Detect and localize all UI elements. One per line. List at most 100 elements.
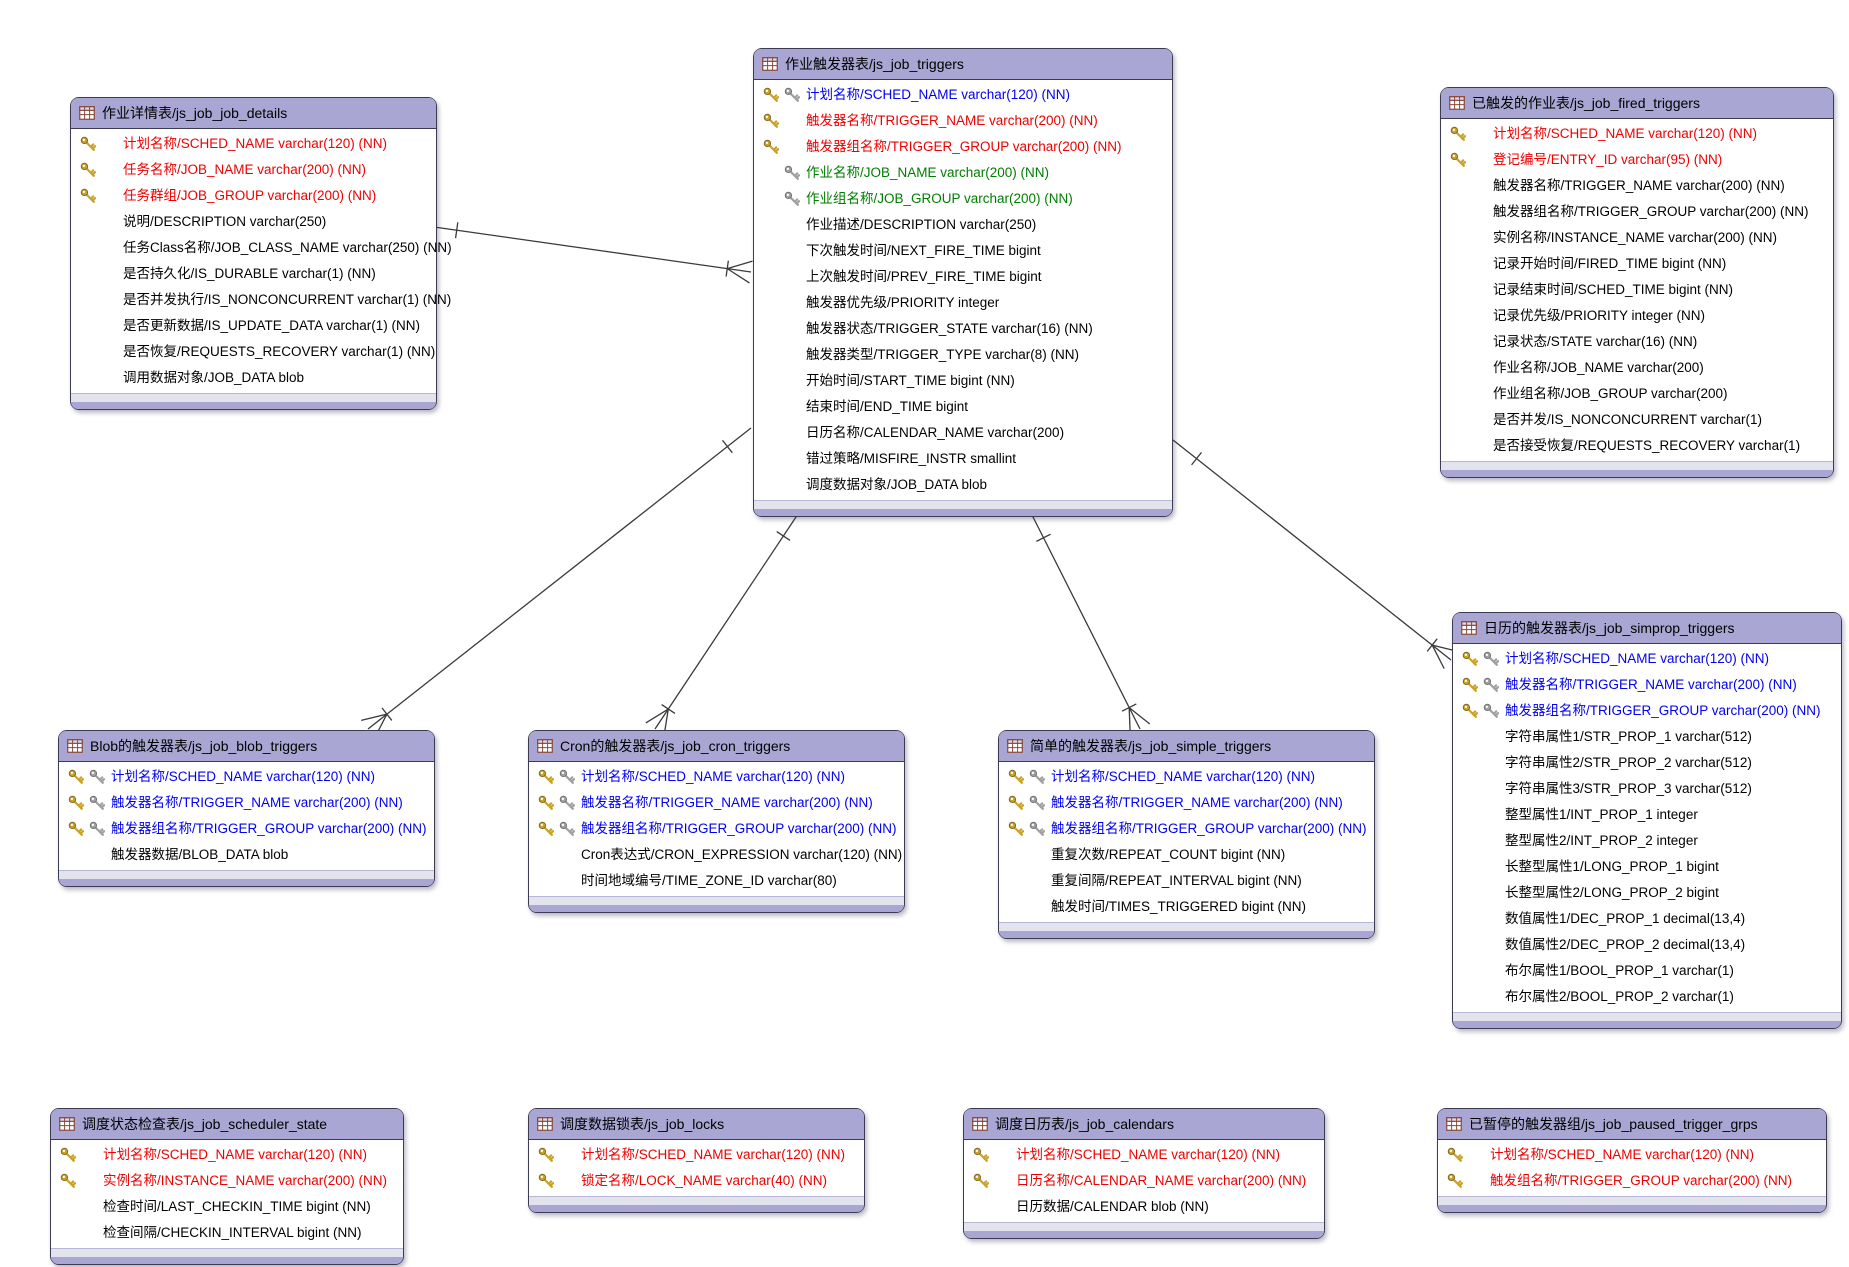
- field-row[interactable]: 触发器名称/TRIGGER_NAME varchar(200) (NN): [1453, 672, 1841, 698]
- table-header[interactable]: 已暂停的触发器组/js_job_paused_trigger_grps: [1438, 1109, 1826, 1140]
- field-row[interactable]: 任务名称/JOB_NAME varchar(200) (NN): [71, 157, 436, 183]
- field-row[interactable]: 记录结束时间/SCHED_TIME bigint (NN): [1441, 277, 1833, 303]
- field-row[interactable]: 触发器组名称/TRIGGER_GROUP varchar(200) (NN): [1453, 698, 1841, 724]
- field-row[interactable]: 计划名称/SCHED_NAME varchar(120) (NN): [1453, 646, 1841, 672]
- field-row[interactable]: 时间地域编号/TIME_ZONE_ID varchar(80): [529, 868, 904, 894]
- field-row[interactable]: 结束时间/END_TIME bigint: [754, 394, 1172, 420]
- field-row[interactable]: 调度数据对象/JOB_DATA blob: [754, 472, 1172, 498]
- field-row[interactable]: 计划名称/SCHED_NAME varchar(120) (NN): [1441, 121, 1833, 147]
- field-row[interactable]: 是否并发/IS_NONCONCURRENT varchar(1): [1441, 407, 1833, 433]
- field-row[interactable]: 触发器名称/TRIGGER_NAME varchar(200) (NN): [999, 790, 1374, 816]
- field-row[interactable]: 重复间隔/REPEAT_INTERVAL bigint (NN): [999, 868, 1374, 894]
- field-row[interactable]: 触发器组名称/TRIGGER_GROUP varchar(200) (NN): [999, 816, 1374, 842]
- field-row[interactable]: 作业组名称/JOB_GROUP varchar(200): [1441, 381, 1833, 407]
- table-header[interactable]: 调度状态检查表/js_job_scheduler_state: [51, 1109, 403, 1140]
- field-row[interactable]: 字符串属性1/STR_PROP_1 varchar(512): [1453, 724, 1841, 750]
- field-row[interactable]: 触发器名称/TRIGGER_NAME varchar(200) (NN): [754, 108, 1172, 134]
- field-row[interactable]: 日历名称/CALENDAR_NAME varchar(200) (NN): [964, 1168, 1324, 1194]
- field-row[interactable]: 触发组名称/TRIGGER_GROUP varchar(200) (NN): [1438, 1168, 1826, 1194]
- field-row[interactable]: 整型属性2/INT_PROP_2 integer: [1453, 828, 1841, 854]
- field-row[interactable]: 是否持久化/IS_DURABLE varchar(1) (NN): [71, 261, 436, 287]
- table-header[interactable]: Cron的触发器表/js_job_cron_triggers: [529, 731, 904, 762]
- table-header[interactable]: 作业触发器表/js_job_triggers: [754, 49, 1172, 80]
- field-row[interactable]: 触发器组名称/TRIGGER_GROUP varchar(200) (NN): [59, 816, 434, 842]
- table-header[interactable]: 调度日历表/js_job_calendars: [964, 1109, 1324, 1140]
- field-row[interactable]: 是否并发执行/IS_NONCONCURRENT varchar(1) (NN): [71, 287, 451, 313]
- field-row[interactable]: 作业组名称/JOB_GROUP varchar(200) (NN): [754, 186, 1172, 212]
- field-row[interactable]: 记录状态/STATE varchar(16) (NN): [1441, 329, 1833, 355]
- field-row[interactable]: 登记编号/ENTRY_ID varchar(95) (NN): [1441, 147, 1833, 173]
- field-row[interactable]: 触发器优先级/PRIORITY integer: [754, 290, 1172, 316]
- field-row[interactable]: 任务Class名称/JOB_CLASS_NAME varchar(250) (N…: [71, 235, 452, 261]
- field-row[interactable]: 触发器名称/TRIGGER_NAME varchar(200) (NN): [59, 790, 434, 816]
- table-header[interactable]: 简单的触发器表/js_job_simple_triggers: [999, 731, 1374, 762]
- field-row[interactable]: 作业名称/JOB_NAME varchar(200) (NN): [754, 160, 1172, 186]
- field-row[interactable]: 实例名称/INSTANCE_NAME varchar(200) (NN): [1441, 225, 1833, 251]
- field-row[interactable]: 触发器名称/TRIGGER_NAME varchar(200) (NN): [1441, 173, 1833, 199]
- field-row[interactable]: 布尔属性1/BOOL_PROP_1 varchar(1): [1453, 958, 1841, 984]
- field-row[interactable]: 记录优先级/PRIORITY integer (NN): [1441, 303, 1833, 329]
- field-row[interactable]: 重复次数/REPEAT_COUNT bigint (NN): [999, 842, 1374, 868]
- field-row[interactable]: 作业名称/JOB_NAME varchar(200): [1441, 355, 1833, 381]
- field-row[interactable]: 计划名称/SCHED_NAME varchar(120) (NN): [999, 764, 1374, 790]
- field-row[interactable]: 整型属性1/INT_PROP_1 integer: [1453, 802, 1841, 828]
- field-row[interactable]: 是否更新数据/IS_UPDATE_DATA varchar(1) (NN): [71, 313, 436, 339]
- field-row[interactable]: 数值属性2/DEC_PROP_2 decimal(13,4): [1453, 932, 1841, 958]
- field-row[interactable]: 开始时间/START_TIME bigint (NN): [754, 368, 1172, 394]
- table-header[interactable]: Blob的触发器表/js_job_blob_triggers: [59, 731, 434, 762]
- field-row[interactable]: 是否接受恢复/REQUESTS_RECOVERY varchar(1): [1441, 433, 1833, 459]
- field-row[interactable]: 布尔属性2/BOOL_PROP_2 varchar(1): [1453, 984, 1841, 1010]
- field-row[interactable]: 计划名称/SCHED_NAME varchar(120) (NN): [1438, 1142, 1826, 1168]
- table-header[interactable]: 调度数据锁表/js_job_locks: [529, 1109, 864, 1140]
- field-row[interactable]: 触发器数据/BLOB_DATA blob: [59, 842, 434, 868]
- field-row[interactable]: 触发器组名称/TRIGGER_GROUP varchar(200) (NN): [1441, 199, 1833, 225]
- field-row[interactable]: 调用数据对象/JOB_DATA blob: [71, 365, 436, 391]
- field-row[interactable]: 计划名称/SCHED_NAME varchar(120) (NN): [59, 764, 434, 790]
- field-row[interactable]: Cron表达式/CRON_EXPRESSION varchar(120) (NN…: [529, 842, 904, 868]
- field-row[interactable]: 长整型属性2/LONG_PROP_2 bigint: [1453, 880, 1841, 906]
- field-row[interactable]: 长整型属性1/LONG_PROP_1 bigint: [1453, 854, 1841, 880]
- table-header[interactable]: 作业详情表/js_job_job_details: [71, 98, 436, 129]
- field-row[interactable]: 触发器类型/TRIGGER_TYPE varchar(8) (NN): [754, 342, 1172, 368]
- field-row[interactable]: 记录开始时间/FIRED_TIME bigint (NN): [1441, 251, 1833, 277]
- field-row[interactable]: 触发器状态/TRIGGER_STATE varchar(16) (NN): [754, 316, 1172, 342]
- field-row[interactable]: 任务群组/JOB_GROUP varchar(200) (NN): [71, 183, 436, 209]
- field-row[interactable]: 数值属性1/DEC_PROP_1 decimal(13,4): [1453, 906, 1841, 932]
- field-row[interactable]: 下次触发时间/NEXT_FIRE_TIME bigint: [754, 238, 1172, 264]
- field-row[interactable]: 是否恢复/REQUESTS_RECOVERY varchar(1) (NN): [71, 339, 436, 365]
- field-row[interactable]: 计划名称/SCHED_NAME varchar(120) (NN): [964, 1142, 1324, 1168]
- field-row[interactable]: 检查时间/LAST_CHECKIN_TIME bigint (NN): [51, 1194, 403, 1220]
- field-row[interactable]: 日历名称/CALENDAR_NAME varchar(200): [754, 420, 1172, 446]
- field-row[interactable]: 计划名称/SCHED_NAME varchar(120) (NN): [71, 131, 436, 157]
- field-row[interactable]: 检查间隔/CHECKIN_INTERVAL bigint (NN): [51, 1220, 403, 1246]
- field-row[interactable]: 实例名称/INSTANCE_NAME varchar(200) (NN): [51, 1168, 403, 1194]
- field-row[interactable]: 触发器组名称/TRIGGER_GROUP varchar(200) (NN): [754, 134, 1172, 160]
- field-row[interactable]: 锁定名称/LOCK_NAME varchar(40) (NN): [529, 1168, 864, 1194]
- field-row[interactable]: 计划名称/SCHED_NAME varchar(120) (NN): [754, 82, 1172, 108]
- field-row[interactable]: 计划名称/SCHED_NAME varchar(120) (NN): [51, 1142, 403, 1168]
- field-row[interactable]: 计划名称/SCHED_NAME varchar(120) (NN): [529, 764, 904, 790]
- field-row[interactable]: 说明/DESCRIPTION varchar(250): [71, 209, 436, 235]
- field-row[interactable]: 字符串属性3/STR_PROP_3 varchar(512): [1453, 776, 1841, 802]
- field-row[interactable]: 日历数据/CALENDAR blob (NN): [964, 1194, 1324, 1220]
- table-header[interactable]: 日历的触发器表/js_job_simprop_triggers: [1453, 613, 1841, 644]
- field-row[interactable]: 计划名称/SCHED_NAME varchar(120) (NN): [529, 1142, 864, 1168]
- field-row[interactable]: 作业描述/DESCRIPTION varchar(250): [754, 212, 1172, 238]
- field-row[interactable]: 触发器名称/TRIGGER_NAME varchar(200) (NN): [529, 790, 904, 816]
- field-row[interactable]: 错过策略/MISFIRE_INSTR smallint: [754, 446, 1172, 472]
- table-header[interactable]: 已触发的作业表/js_job_fired_triggers: [1441, 88, 1833, 119]
- field-row[interactable]: 触发时间/TIMES_TRIGGERED bigint (NN): [999, 894, 1374, 920]
- field-row[interactable]: 触发器组名称/TRIGGER_GROUP varchar(200) (NN): [529, 816, 904, 842]
- field-row[interactable]: 字符串属性2/STR_PROP_2 varchar(512): [1453, 750, 1841, 776]
- field-row[interactable]: 上次触发时间/PREV_FIRE_TIME bigint: [754, 264, 1172, 290]
